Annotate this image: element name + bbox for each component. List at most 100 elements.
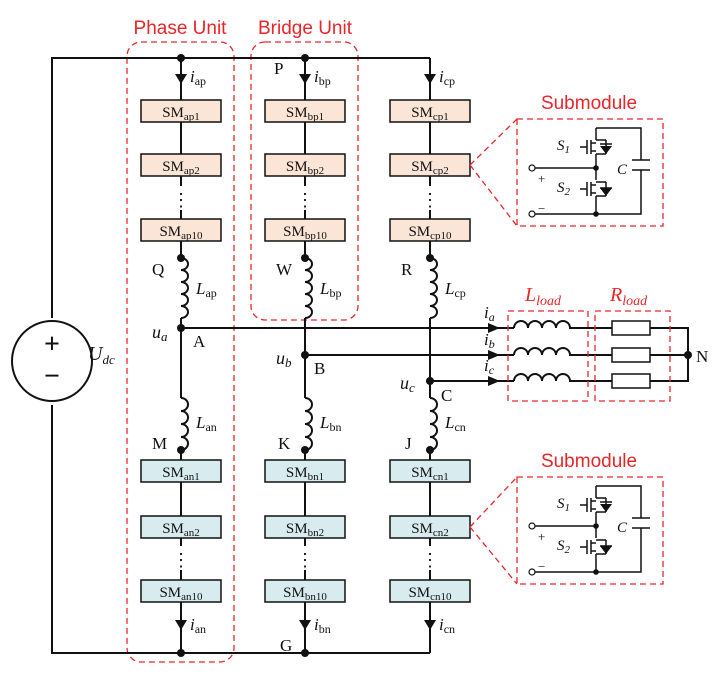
phase-unit-title: Phase Unit [134, 18, 228, 39]
current-arrows [175, 74, 436, 630]
submodule-circuit-top [528, 127, 650, 218]
sm-ap10-label: SMap10 [159, 224, 203, 242]
ic-label: ic [484, 356, 495, 377]
sm-cn2-label: SMcn2 [411, 521, 449, 539]
sm-bn10 [264, 579, 346, 603]
Lcp-label: Lcp [444, 279, 466, 300]
sm-bp2 [264, 153, 346, 177]
sm-cn1 [389, 459, 471, 483]
sm-cp2-label: SMcp2 [411, 159, 449, 177]
icp-label: icp [439, 67, 455, 88]
uc-label: uc [400, 373, 415, 395]
submodule-callout-bottom [469, 476, 518, 585]
sm-ap2 [140, 153, 222, 177]
inductor-coils [180, 257, 438, 451]
ellipsis-an: ⋮ [172, 550, 190, 570]
Lan-label: Lan [195, 413, 217, 434]
sm-bn2 [264, 515, 346, 539]
upper-submodules [140, 99, 471, 242]
sm-an10 [140, 579, 222, 603]
sm-bp10 [264, 218, 346, 242]
sm-labels: SMap1 SMap2 SMap10 SMbp1 SMbp2 SMbp10 SM… [159, 105, 452, 603]
ua-label: ua [152, 322, 168, 344]
sm-an1-label: SMan1 [162, 465, 200, 483]
ib-label: ib [484, 330, 495, 351]
sm-ap10 [140, 218, 222, 242]
sm-cp1 [389, 99, 471, 123]
submodule-labels-top: S1 S2 C + − [538, 138, 628, 216]
ellipsis-bn: ⋮ [296, 550, 314, 570]
sm-an10-label: SMan10 [159, 585, 203, 603]
sm-bn1-label: SMbn1 [286, 465, 324, 483]
s2-label-top: S2 [557, 180, 571, 198]
sm-bn2-label: SMbn2 [286, 521, 324, 539]
load-current-labels: ia ib ic [484, 303, 495, 377]
sm-cp10-label: SMcp10 [408, 224, 452, 242]
c-label-top: C [617, 162, 628, 178]
s1-label-bottom: S1 [557, 496, 570, 514]
sm-cn1-label: SMcn1 [411, 465, 449, 483]
submodule-labels-bottom: S1 S2 C + − [538, 496, 628, 574]
Lcn-label: Lcn [444, 413, 466, 434]
current-labels: iap ibp icp ian ibn icn [190, 67, 455, 636]
sm-ap2-label: SMap2 [162, 159, 200, 177]
load-resistors [611, 320, 689, 389]
iap-label: iap [190, 67, 206, 88]
node-Q: Q [152, 260, 164, 279]
submodule-box-top [516, 118, 664, 227]
sm-bn10-label: SMbn10 [283, 585, 327, 603]
node-C: C [441, 386, 452, 405]
sm-cn10-label: SMcn10 [408, 585, 452, 603]
load-current-arrows [488, 323, 500, 386]
sm-bp1 [264, 99, 346, 123]
ian-label: ian [190, 615, 206, 636]
lower-submodules [140, 459, 471, 603]
submodule-title-top: Submodule [541, 93, 637, 114]
submodule-title-bottom: Submodule [541, 451, 637, 472]
sm-cn10 [389, 579, 471, 603]
plus-label-top: + [538, 171, 545, 186]
s2-label-bottom: S2 [557, 538, 571, 556]
submodule-callout-top [469, 118, 518, 227]
phase-unit-box [126, 41, 235, 663]
node-P: P [274, 59, 283, 78]
node-A: A [193, 332, 206, 351]
sm-bp2-label: SMbp2 [286, 159, 324, 177]
lload-label: Lload [524, 284, 562, 309]
voltage-labels: ua ub uc [152, 322, 415, 395]
node-J: J [405, 434, 412, 453]
c-label-bottom: C [617, 520, 628, 536]
sm-cp1-label: SMcp1 [411, 105, 449, 123]
minus-label-bottom: − [538, 559, 545, 574]
node-W: W [276, 260, 293, 279]
ellipsis-ap: ⋮ [172, 190, 190, 210]
ellipsis-bp: ⋮ [296, 190, 314, 210]
dc-source [11, 320, 93, 402]
dc-bus-bottom [51, 405, 430, 654]
minus-label-top: − [538, 201, 545, 216]
rload-box [594, 310, 671, 402]
node-B: B [314, 359, 325, 378]
sm-an2 [140, 515, 222, 539]
ia-label: ia [484, 303, 495, 324]
node-letters: P Q W R A B C M K J G N [152, 59, 708, 655]
lload-box [507, 310, 589, 402]
ellipsis-cp: ⋮ [421, 190, 439, 210]
sm-bp10-label: SMbp10 [283, 224, 327, 242]
plus-label-bottom: + [538, 529, 545, 544]
inductor-labels: Lap Lbp Lcp Lan Lbn Lcn [195, 279, 466, 434]
node-N: N [696, 347, 708, 366]
Lbn-label: Lbn [319, 413, 341, 434]
submodule-circuit-bottom [528, 485, 650, 576]
dc-plus: + [44, 329, 60, 360]
node-R: R [401, 260, 413, 279]
ellipses: ⋮ ⋮ ⋮ ⋮ ⋮ ⋮ [172, 190, 439, 570]
node-K: K [278, 434, 291, 453]
ibn-label: ibn [314, 615, 331, 636]
node-M: M [152, 434, 167, 453]
sm-ap1-label: SMap1 [162, 105, 200, 123]
udc-label: Udc [88, 343, 115, 367]
ub-label: ub [276, 348, 292, 370]
dc-bus-top [51, 57, 430, 318]
